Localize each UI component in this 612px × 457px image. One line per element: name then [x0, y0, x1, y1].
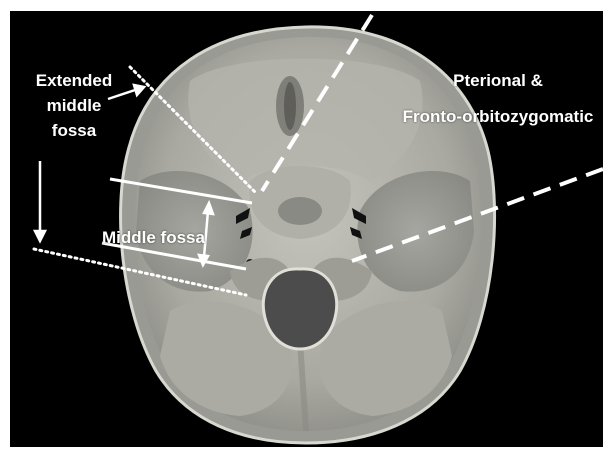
label-pterional: Pterional & Fronto-orbitozygomatic	[378, 68, 603, 129]
label-middle-fossa: Middle fossa	[102, 228, 205, 248]
label-extended-middle-fossa-line3: fossa	[14, 118, 134, 143]
label-pterional-line1: Pterional &	[378, 68, 603, 93]
skull-base-photo: Extended middle fossa Middle fossa Pteri…	[10, 11, 603, 447]
label-extended-middle-fossa: Extended middle fossa	[14, 68, 134, 143]
arrow-down	[35, 161, 45, 241]
label-extended-middle-fossa-line1: Extended	[14, 68, 134, 93]
foramen-magnum	[263, 269, 337, 349]
label-extended-middle-fossa-line2: middle	[14, 93, 134, 118]
label-pterional-line2: Fronto-orbitozygomatic	[378, 105, 603, 129]
